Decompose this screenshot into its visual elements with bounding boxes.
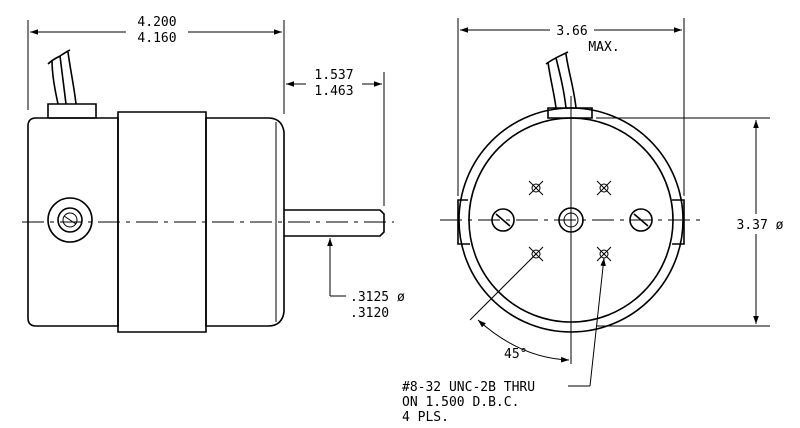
hole-note: #8-32 UNC-2B THRU ON 1.500 D.B.C. 4 PLS. bbox=[402, 380, 535, 425]
side-screw bbox=[47, 197, 93, 243]
hole-note-line-1: #8-32 UNC-2B THRU bbox=[402, 380, 535, 395]
tapped-hole-ul bbox=[528, 180, 544, 196]
angle-value: 45° bbox=[504, 347, 527, 362]
wire-leads bbox=[47, 49, 77, 105]
left-tab bbox=[457, 199, 470, 245]
front-wire-leads bbox=[545, 51, 577, 109]
angle-dimension: 45° bbox=[469, 253, 570, 363]
right-slotted-screw bbox=[629, 208, 653, 232]
body-diameter-dimension: 3.37 ø bbox=[596, 117, 792, 327]
shaft-diameter-dimension: .3125 ø .3120 bbox=[327, 238, 405, 321]
shaft-diameter-min: .3120 bbox=[350, 306, 389, 321]
body-diameter-value: 3.37 ø bbox=[737, 218, 784, 233]
overall-length-max: 4.200 bbox=[137, 15, 176, 30]
strain-relief bbox=[47, 103, 97, 119]
end-bell bbox=[27, 117, 119, 327]
width-max-value: 3.66 bbox=[556, 24, 587, 39]
shaft-extension-max: 1.537 bbox=[314, 68, 353, 83]
overall-length-min: 4.160 bbox=[137, 31, 176, 46]
shaft bbox=[284, 209, 385, 237]
shaft-extension-min: 1.463 bbox=[314, 84, 353, 99]
overall-length-dimension: 4.200 4.160 bbox=[27, 10, 285, 114]
side-view: 4.200 4.160 1.537 1.463 .3125 ø .3120 bbox=[22, 10, 405, 333]
hole-note-line-2: ON 1.500 D.B.C. bbox=[402, 395, 519, 410]
front-housing bbox=[205, 117, 285, 327]
tapped-hole-ur bbox=[596, 180, 612, 196]
right-tab bbox=[672, 199, 685, 245]
shaft-end bbox=[558, 207, 584, 233]
width-max-label: MAX. bbox=[588, 40, 619, 55]
stator-band bbox=[117, 111, 207, 333]
width-dimension: 3.66 MAX. bbox=[457, 18, 685, 196]
front-view: 3.66 MAX. 3.37 ø 45° bbox=[440, 18, 792, 387]
hole-note-line-3: 4 PLS. bbox=[402, 410, 449, 425]
shaft-diameter-max: .3125 ø bbox=[350, 290, 405, 305]
hole-note-leader bbox=[568, 257, 606, 387]
shaft-extension-dimension: 1.537 1.463 bbox=[286, 64, 385, 206]
left-slotted-screw bbox=[491, 208, 515, 232]
